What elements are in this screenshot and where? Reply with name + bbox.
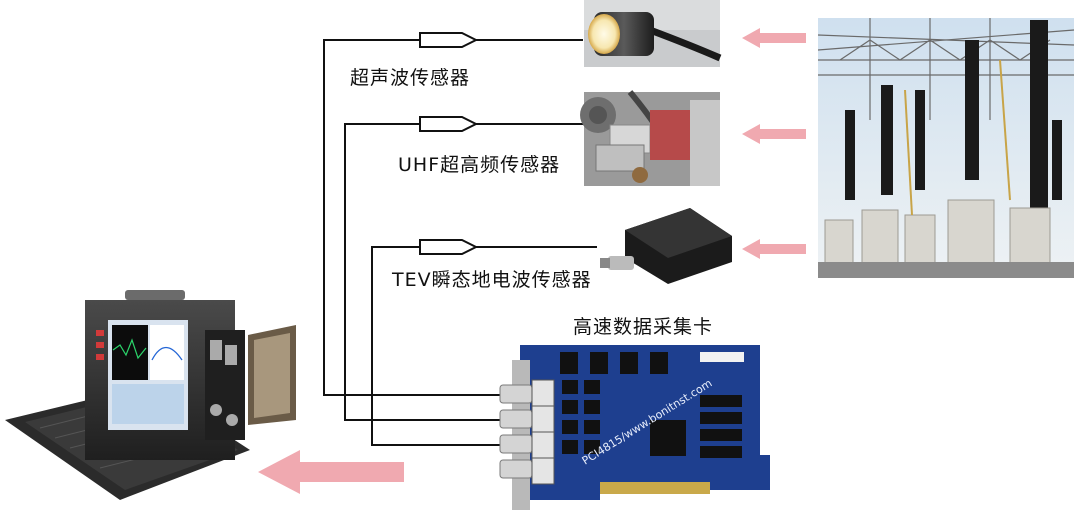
label-ultrasonic-sensor: 超声波传感器 xyxy=(350,67,471,89)
arrow-to-laptop xyxy=(258,450,404,494)
wire-uhf xyxy=(344,123,500,421)
uhf-sensor-photo xyxy=(580,90,720,186)
tev-sensor-photo xyxy=(598,200,732,284)
ultrasonic-sensor-photo xyxy=(584,0,722,67)
wires xyxy=(323,39,597,446)
connector-plug-1 xyxy=(419,32,479,48)
wire-tev xyxy=(371,246,500,446)
signal-arrows xyxy=(258,28,806,494)
wire-ultrasonic xyxy=(323,39,500,396)
substation-photo xyxy=(817,18,1075,278)
daq-card-photo: PCI4815/www.bonitnst.com xyxy=(499,345,770,510)
connector-plugs xyxy=(419,32,479,255)
arrow-to-uhf xyxy=(742,124,806,144)
connector-plug-2 xyxy=(419,116,479,132)
arrow-to-tev xyxy=(742,239,806,259)
portable-instrument-photo xyxy=(5,290,296,500)
label-uhf-sensor: UHF超高频传感器 xyxy=(398,154,561,176)
label-daq-card: 高速数据采集卡 xyxy=(573,316,714,338)
label-tev-sensor: TEV瞬态地电波传感器 xyxy=(392,269,592,291)
connector-plug-3 xyxy=(419,239,479,255)
arrow-to-ultrasonic xyxy=(742,28,806,48)
